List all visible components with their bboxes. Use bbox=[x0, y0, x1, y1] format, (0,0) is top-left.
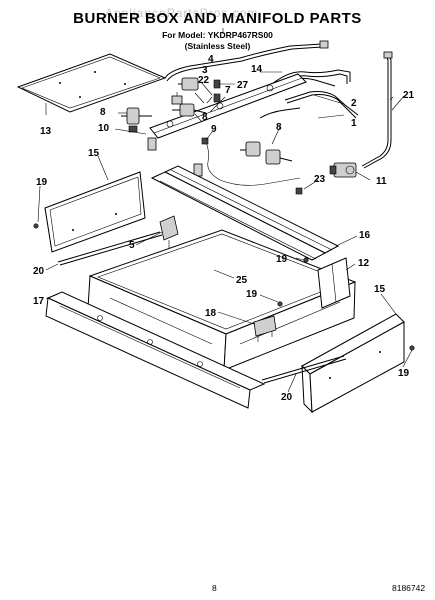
callout-19-center-lower: 19 bbox=[246, 289, 258, 300]
callout-3: 3 bbox=[202, 65, 208, 76]
part-8-valve-center bbox=[172, 103, 207, 117]
callout-8-right: 8 bbox=[276, 122, 282, 133]
callout-13: 13 bbox=[40, 126, 52, 137]
callout-19-center-upper: 19 bbox=[276, 254, 288, 265]
part-8-valve-left bbox=[121, 107, 152, 133]
part-16-rear-bracket bbox=[150, 165, 340, 261]
part-17-front-panel bbox=[45, 291, 266, 409]
document-number: 8186742 bbox=[392, 583, 426, 593]
callout-16: 16 bbox=[359, 230, 371, 241]
callout-10: 10 bbox=[98, 123, 110, 134]
callout-17: 17 bbox=[33, 296, 45, 307]
callout-8-left: 8 bbox=[100, 107, 106, 118]
finish-line: (Stainless Steel) bbox=[184, 41, 251, 51]
part-23-clip bbox=[295, 187, 303, 195]
part-20-rail-bottom bbox=[261, 355, 347, 384]
leader-lines bbox=[37, 28, 413, 393]
callout-19-right: 19 bbox=[398, 368, 410, 379]
callout-14: 14 bbox=[251, 64, 263, 75]
callout-1: 1 bbox=[351, 118, 357, 129]
model-line: For Model: YKDRP467RS00 bbox=[162, 30, 273, 40]
callout-18: 18 bbox=[205, 308, 217, 319]
watermark-text: AppliancePartsPros.com bbox=[105, 6, 259, 20]
part-18-center-bracket bbox=[253, 315, 277, 342]
callout-11: 11 bbox=[376, 176, 387, 187]
part-20-rail-left bbox=[57, 231, 163, 266]
page-number: 8 bbox=[212, 583, 217, 593]
callout-20-left: 20 bbox=[33, 266, 45, 277]
part-19-screws bbox=[33, 223, 415, 351]
callout-19-left: 19 bbox=[36, 177, 48, 188]
callout-9: 9 bbox=[211, 124, 217, 135]
callout-2: 2 bbox=[351, 98, 357, 109]
callout-20-bottom: 20 bbox=[281, 392, 293, 403]
part-13-cover-plate bbox=[16, 53, 167, 115]
part-8-valve-right bbox=[240, 141, 293, 165]
part-4-valve-upper bbox=[178, 77, 199, 91]
part-12-right-rail bbox=[317, 257, 351, 309]
part-15-left-panel bbox=[44, 171, 146, 253]
part-9-spark-wire bbox=[201, 137, 301, 186]
callout-21: 21 bbox=[403, 90, 415, 101]
callout-labels: 4 1 2 3 7 8 8 8 9 10 11 12 13 14 15 15 1… bbox=[33, 54, 415, 403]
callout-23: 23 bbox=[314, 174, 326, 185]
part-22-knob-stem bbox=[171, 92, 183, 105]
callout-25: 25 bbox=[236, 275, 248, 286]
callout-22: 22 bbox=[198, 75, 210, 86]
callout-15-left: 15 bbox=[88, 148, 100, 159]
callout-27: 27 bbox=[237, 80, 249, 91]
callout-5: 5 bbox=[129, 240, 135, 251]
callout-7: 7 bbox=[225, 85, 231, 96]
diagram-title: BURNER BOX AND MANIFOLD PARTS bbox=[73, 10, 362, 27]
part-15-right-panel bbox=[301, 313, 405, 414]
callout-8-center: 8 bbox=[202, 112, 208, 123]
part-11-regulator bbox=[329, 162, 357, 178]
part-21-gas-line bbox=[361, 51, 393, 169]
manifold-pipe bbox=[149, 73, 307, 139]
callout-4: 4 bbox=[208, 54, 214, 65]
callout-15-right: 15 bbox=[374, 284, 386, 295]
callout-12: 12 bbox=[358, 258, 370, 269]
part-27-orifice bbox=[213, 79, 221, 103]
